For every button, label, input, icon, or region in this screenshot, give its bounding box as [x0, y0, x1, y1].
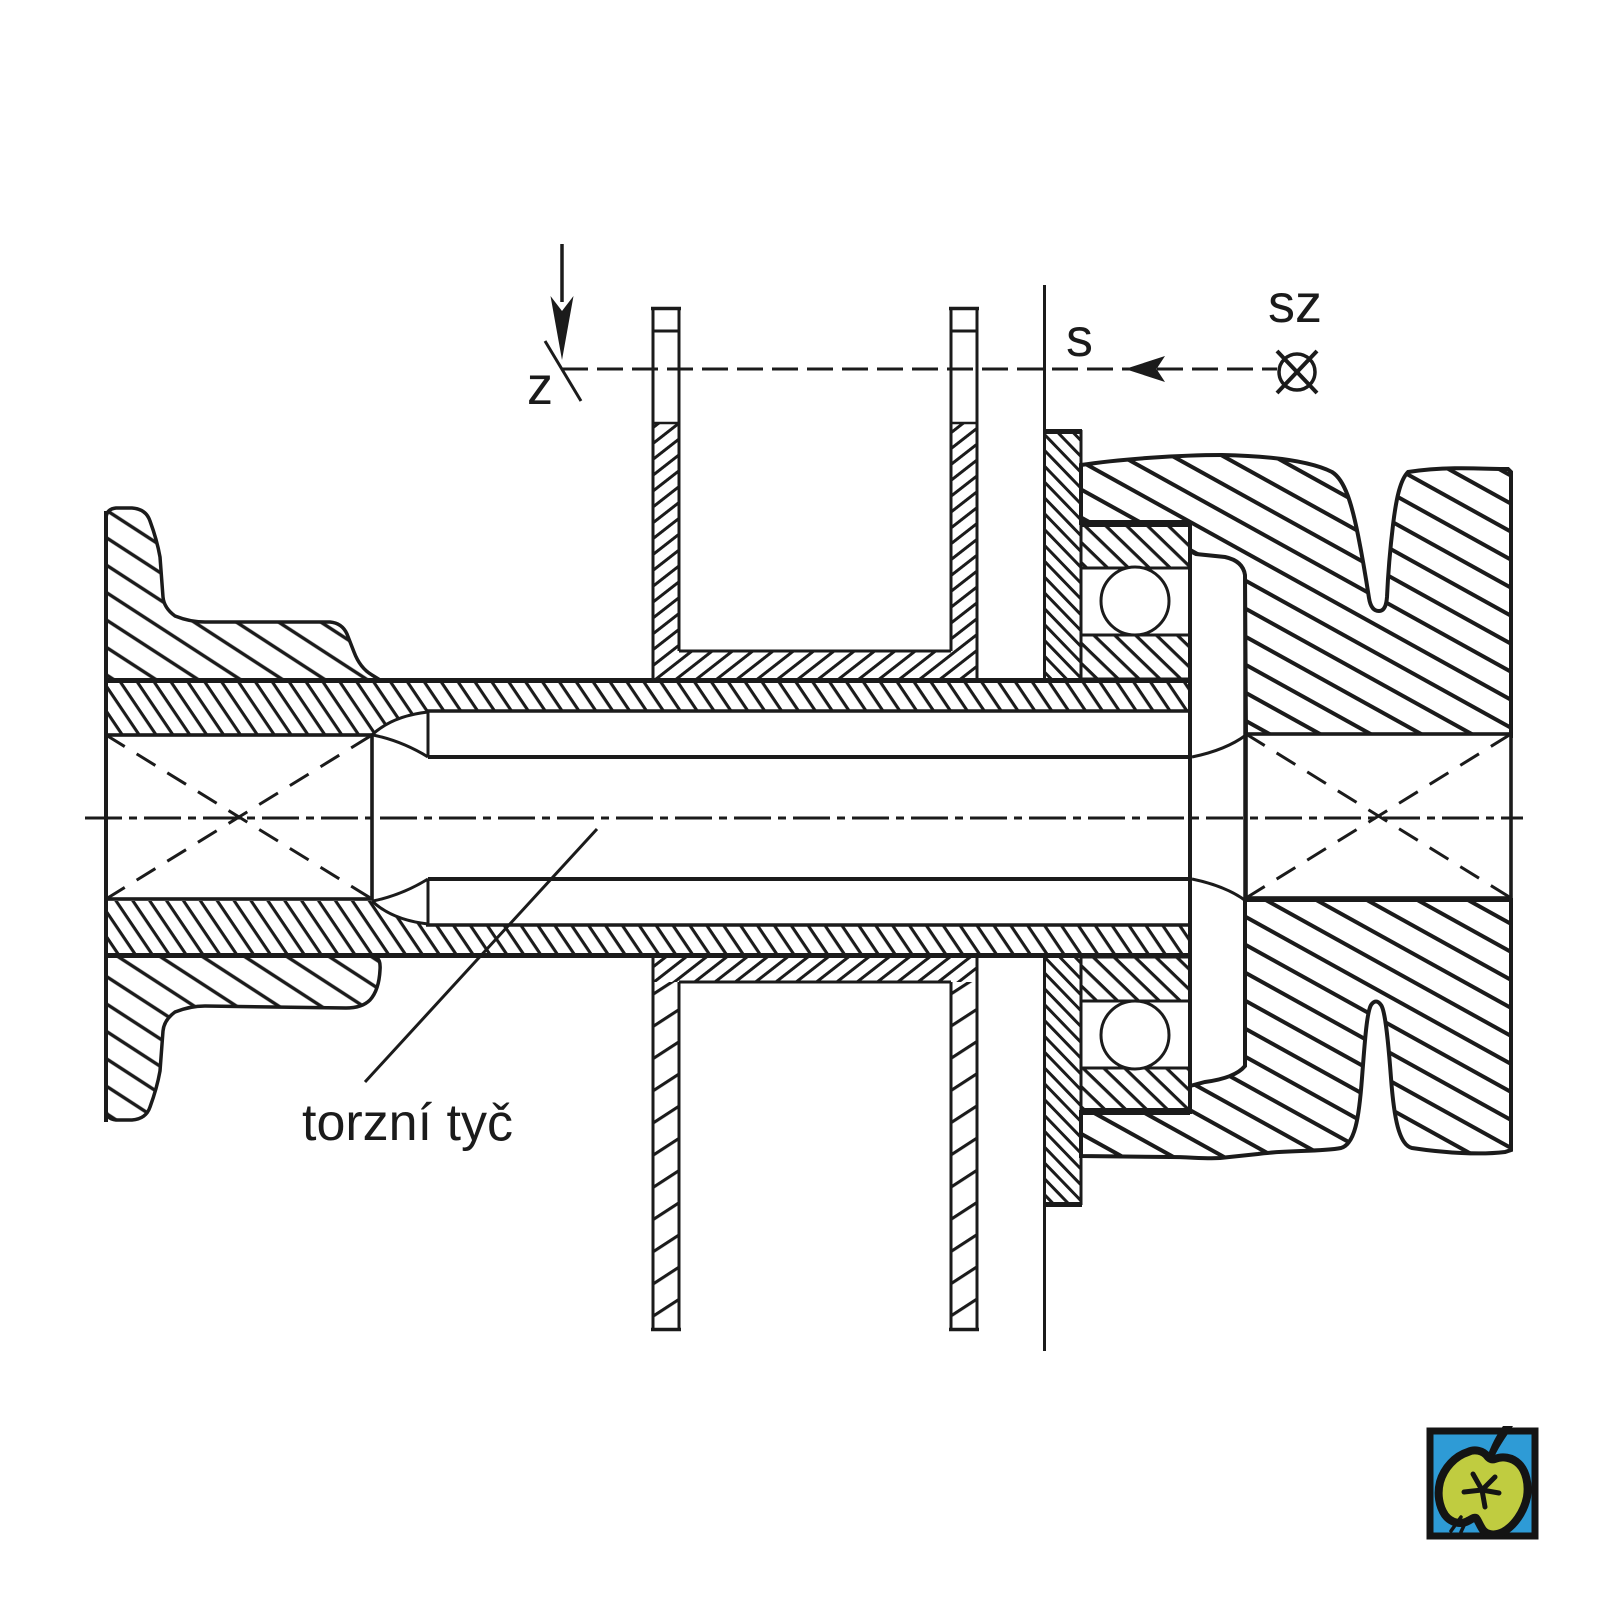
- svg-text:z: z: [527, 356, 553, 416]
- svg-text:torzní tyč: torzní tyč: [302, 1094, 513, 1152]
- svg-text:sz: sz: [1268, 274, 1322, 334]
- svg-text:s: s: [1066, 308, 1093, 368]
